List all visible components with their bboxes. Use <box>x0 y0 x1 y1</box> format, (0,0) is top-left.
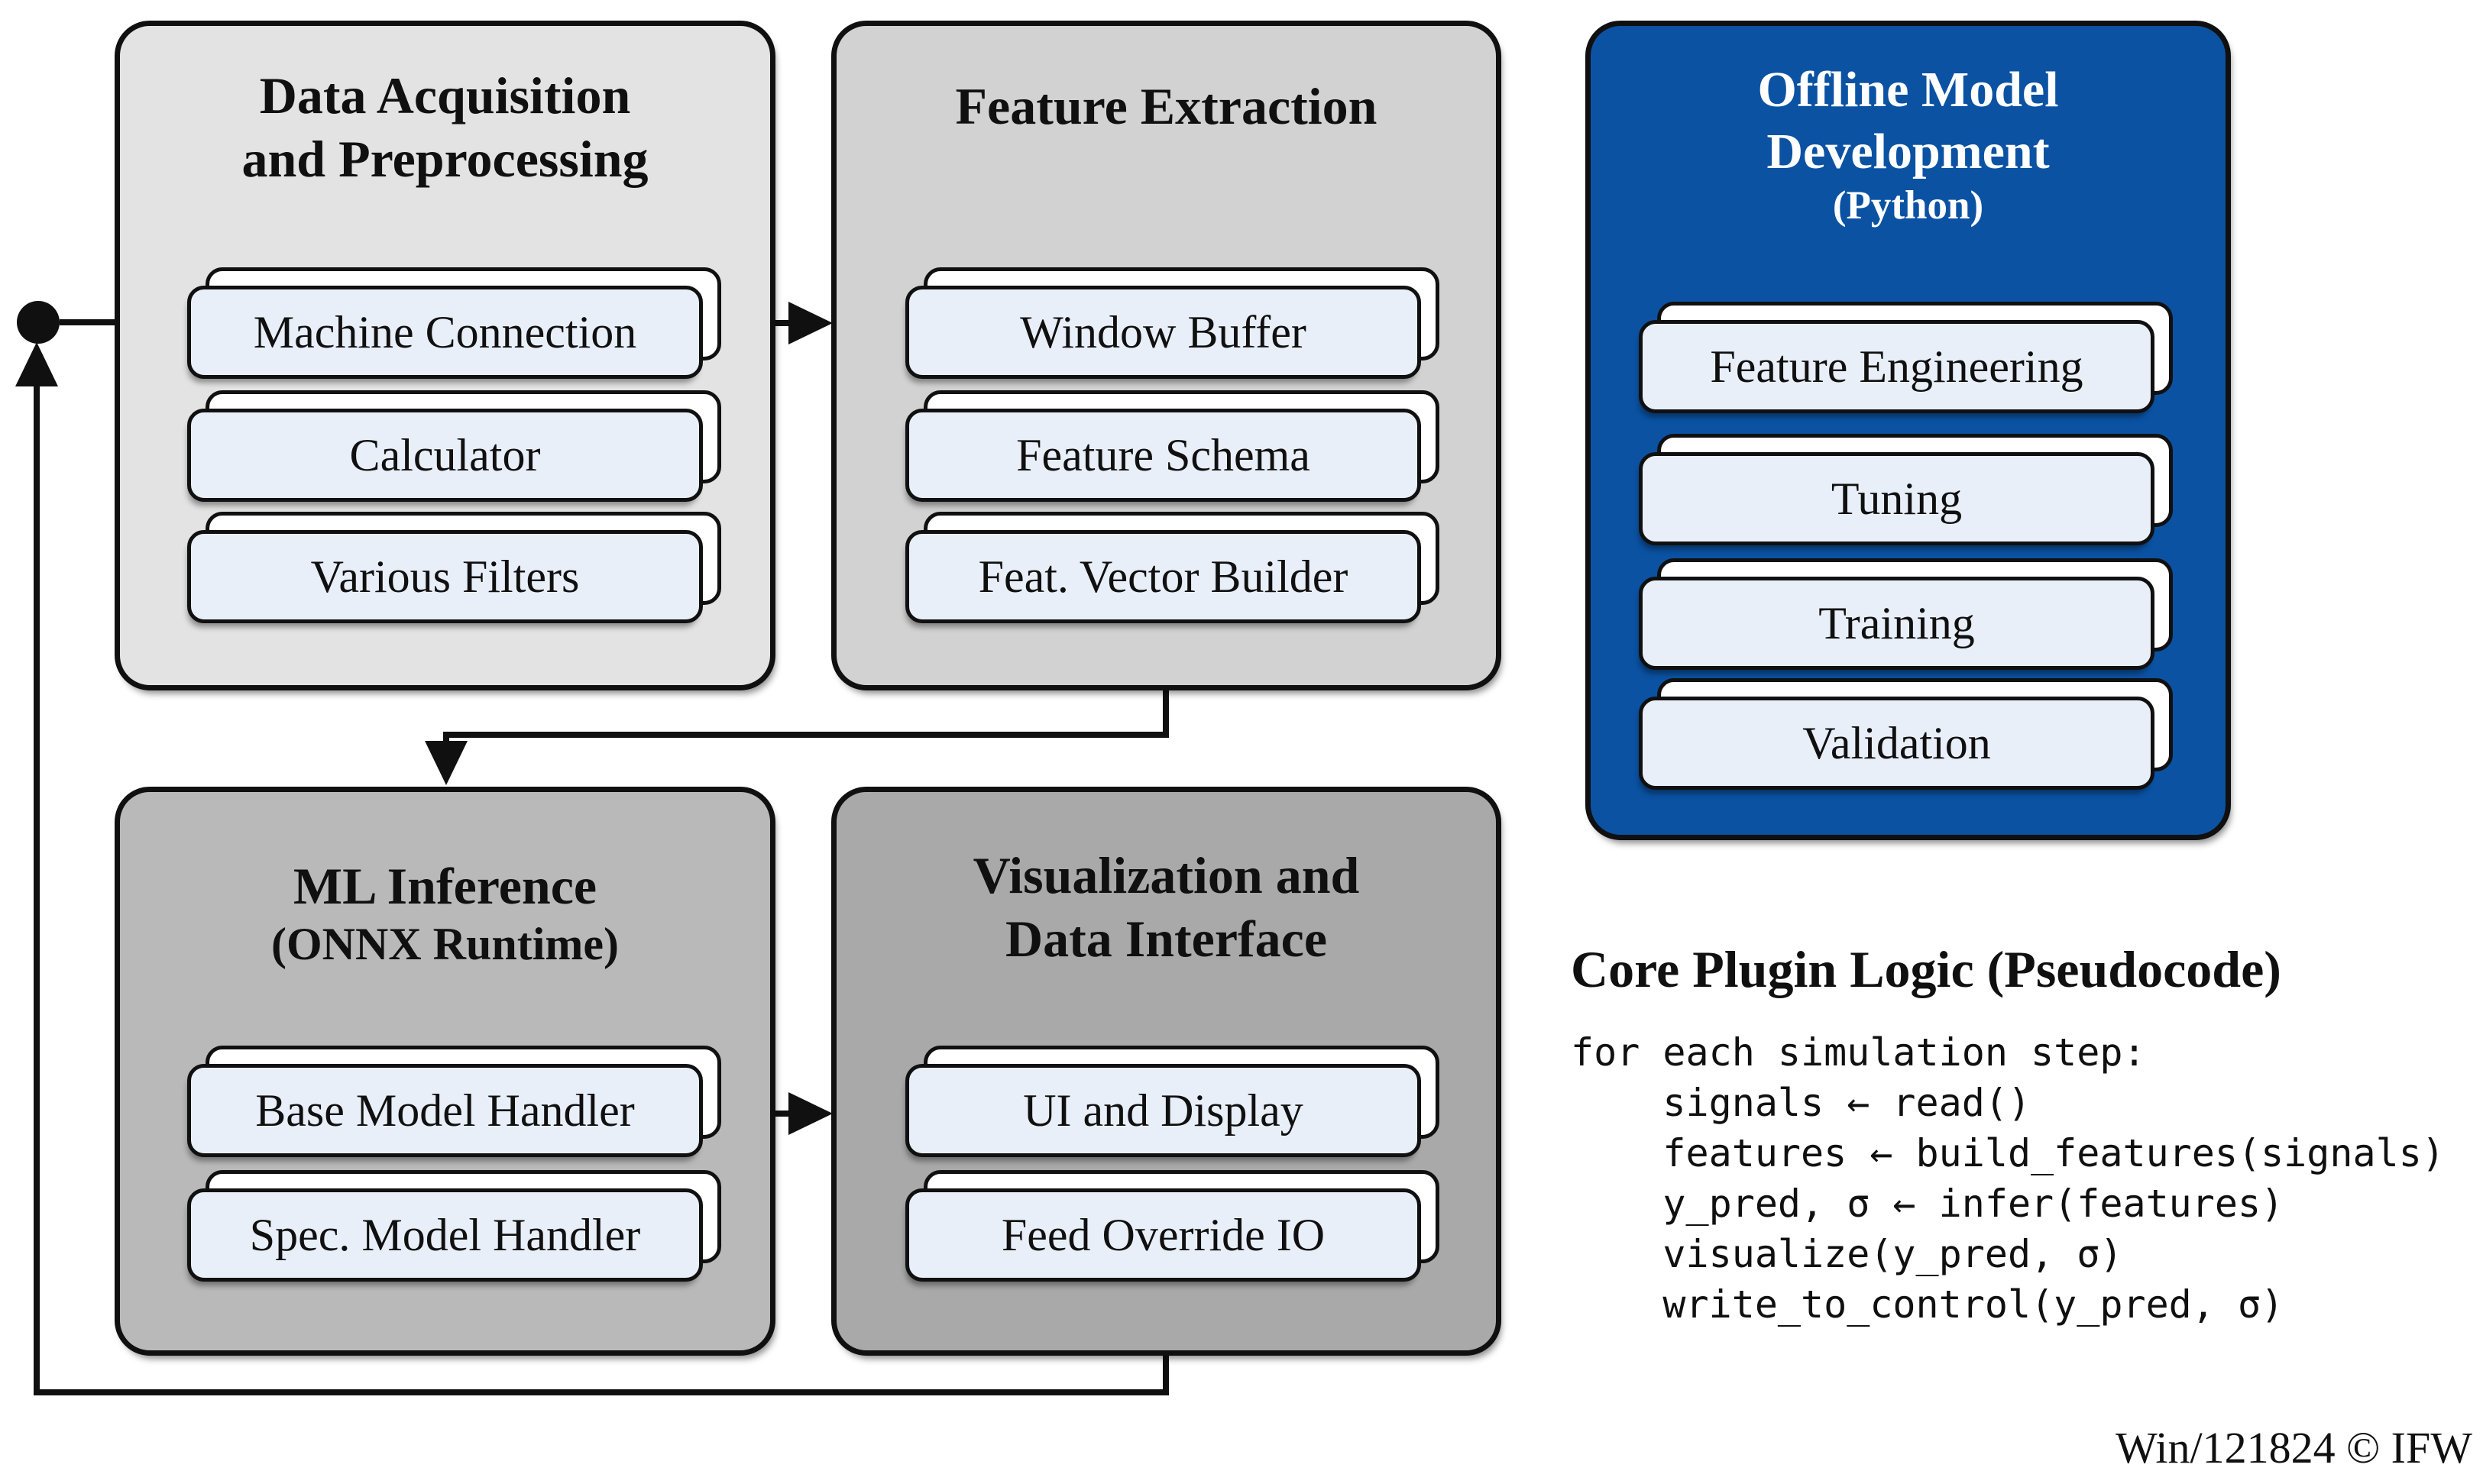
pseudocode-line: signals ← read() <box>1571 1081 2031 1125</box>
box-title: Visualization and Data Interface <box>837 792 1496 971</box>
box-title: ML Inference <box>120 792 770 918</box>
card-feat-vector-builder: Feat. Vector Builder <box>905 512 1439 623</box>
title-line: Data Interface <box>1005 909 1328 968</box>
card-ui-and-display: UI and Display <box>905 1046 1439 1157</box>
arrowhead-into-ml-inference <box>425 741 468 785</box>
card-label: UI and Display <box>905 1064 1421 1157</box>
card-feature-engineering: Feature Engineering <box>1639 302 2173 413</box>
card-label: Spec. Model Handler <box>187 1188 703 1282</box>
box-ml-inference: ML Inference (ONNX Runtime) Base Model H… <box>115 787 775 1356</box>
pseudocode-title: Core Plugin Logic (Pseudocode) <box>1571 940 2281 998</box>
card-label: Machine Connection <box>187 286 703 379</box>
title-line: Feature Extraction <box>955 77 1377 135</box>
card-spec-model-handler: Spec. Model Handler <box>187 1170 721 1282</box>
box-title: Data Acquisition and Preprocessing <box>120 26 770 191</box>
pseudocode-line: for each simulation step: <box>1571 1030 2146 1075</box>
card-tuning: Tuning <box>1639 434 2173 545</box>
card-training: Training <box>1639 558 2173 670</box>
arrowhead-into-start-node <box>15 342 58 386</box>
pseudocode-section: Core Plugin Logic (Pseudocode) for each … <box>1571 939 2445 1330</box>
card-feed-override-io: Feed Override IO <box>905 1170 1439 1282</box>
title-line: Development <box>1766 123 2050 179</box>
pseudocode-line: write_to_control(y_pred, σ) <box>1571 1282 2284 1327</box>
box-data-acquisition: Data Acquisition and Preprocessing Machi… <box>115 21 775 690</box>
connector-feature-extraction-to-ml-inference <box>443 689 1169 742</box>
card-feature-schema: Feature Schema <box>905 390 1439 502</box>
title-line: and Preprocessing <box>241 129 649 188</box>
title-line: ML Inference <box>293 857 597 915</box>
box-title: Offline Model Development <box>1591 26 2226 183</box>
card-calculator: Calculator <box>187 390 721 502</box>
card-various-filters: Various Filters <box>187 512 721 623</box>
card-window-buffer: Window Buffer <box>905 267 1439 379</box>
title-line: Visualization and <box>973 846 1360 904</box>
card-base-model-handler: Base Model Handler <box>187 1046 721 1157</box>
box-subtitle: (ONNX Runtime) <box>271 918 619 969</box>
box-subtitle: (Python) <box>1832 183 1984 228</box>
card-label: Feature Engineering <box>1639 320 2154 413</box>
card-validation: Validation <box>1639 678 2173 790</box>
card-label: Window Buffer <box>905 286 1421 379</box>
pseudocode-line: features ← build_features(signals) <box>1571 1131 2445 1175</box>
card-label: Feature Schema <box>905 409 1421 502</box>
box-visualization-data-interface: Visualization and Data Interface UI and … <box>831 787 1501 1356</box>
box-offline-model-development: Offline Model Development (Python) Featu… <box>1585 21 2231 840</box>
start-node-dot <box>17 301 60 344</box>
card-label: Calculator <box>187 409 703 502</box>
card-machine-connection: Machine Connection <box>187 267 721 379</box>
card-label: Base Model Handler <box>187 1064 703 1157</box>
box-feature-extraction: Feature Extraction Window Buffer Feature… <box>831 21 1501 690</box>
arrowhead-into-feature-extraction <box>788 302 833 344</box>
title-line: Offline Model <box>1757 62 2059 118</box>
pseudocode-line: y_pred, σ ← infer(features) <box>1571 1182 2284 1226</box>
box-title: Feature Extraction <box>837 26 1496 138</box>
title-line: Data Acquisition <box>259 66 631 124</box>
arrowhead-into-visualization <box>788 1092 833 1135</box>
card-label: Feat. Vector Builder <box>905 530 1421 623</box>
card-label: Training <box>1639 577 2154 670</box>
card-label: Feed Override IO <box>905 1188 1421 1282</box>
card-label: Tuning <box>1639 452 2154 545</box>
watermark: Win/121824 © IFW <box>2115 1423 2472 1473</box>
card-label: Validation <box>1639 697 2154 790</box>
card-label: Various Filters <box>187 530 703 623</box>
pseudocode-line: visualize(y_pred, σ) <box>1571 1232 2123 1276</box>
